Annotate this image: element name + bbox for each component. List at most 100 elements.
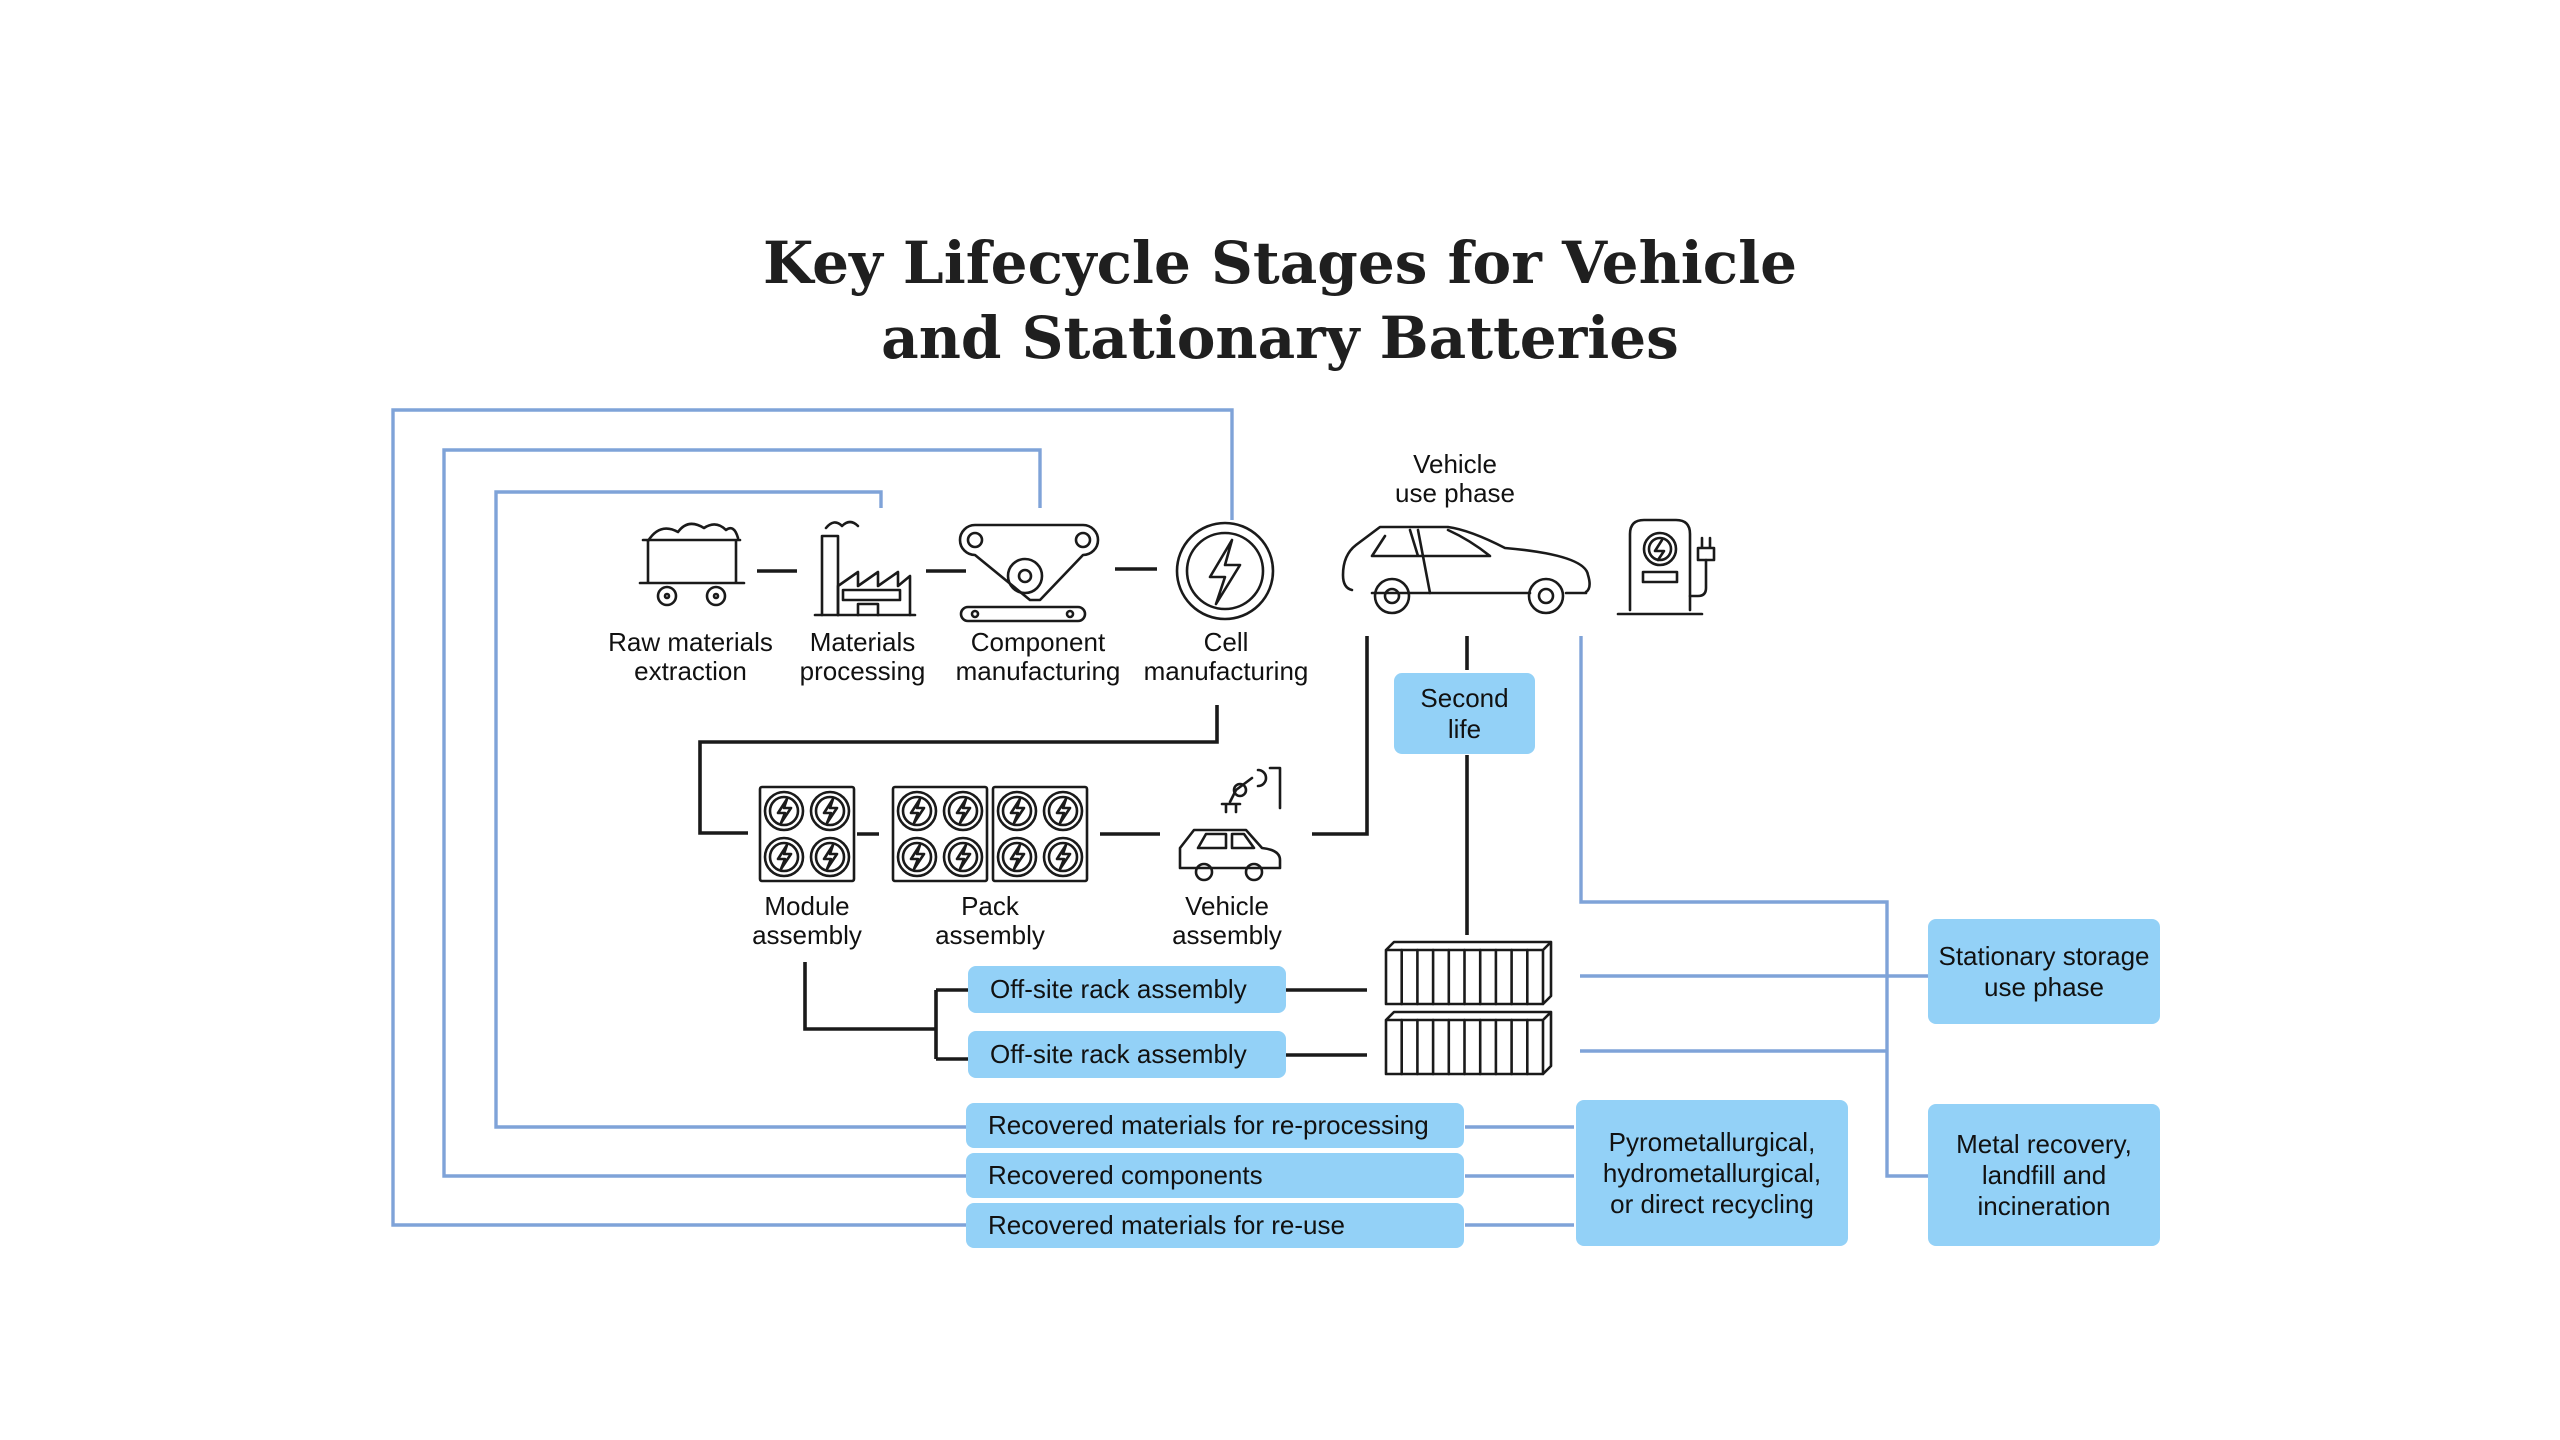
label-line: Vehicle [1413, 449, 1497, 479]
label-line: Materials [809, 627, 916, 657]
bolt-icon [1009, 797, 1026, 825]
cell-circle [942, 836, 984, 878]
label-pack-assembly: Pack assembly [925, 892, 1055, 950]
bolt-icon [1009, 843, 1026, 871]
box-line: hydrometallurgical, [1602, 1157, 1822, 1188]
bolt-icon [955, 843, 972, 871]
bolt-icon [776, 843, 793, 871]
cell-circle [763, 836, 805, 878]
bolt-icon [776, 797, 793, 825]
label-component-manufacturing: Component manufacturing [948, 628, 1128, 686]
rack-to-stationary-line [1580, 974, 1928, 1053]
rack-slats [1400, 948, 1529, 1076]
label-line: assembly [1172, 920, 1282, 950]
label-line: Cell [1203, 627, 1249, 657]
label-cell-manufacturing: Cell manufacturing [1136, 628, 1316, 686]
battery-module-icon [758, 785, 856, 883]
factory-icon [813, 520, 917, 617]
conveyor-belt-icon [958, 523, 1100, 623]
box-line: life [1447, 713, 1482, 744]
rack-assembly-box-2: Off-site rack assembly [968, 1031, 1286, 1078]
bolt-icon [822, 797, 839, 825]
box-line: Recovered materials for re-processing [988, 1110, 1429, 1140]
box-line: Off-site rack assembly [990, 1039, 1247, 1069]
bolt-icon [1055, 843, 1072, 871]
label-vehicle-assembly: Vehicle assembly [1162, 892, 1292, 950]
bolt-icon [1055, 797, 1072, 825]
recovered-reuse-box: Recovered materials for re-use [966, 1203, 1464, 1248]
label-raw-materials: Raw materials extraction [598, 628, 783, 686]
title-line-1: Key Lifecycle Stages for Vehicle [762, 229, 1798, 297]
connector-vehicle-assembly-to-use [1312, 636, 1369, 836]
cell-circle [896, 836, 938, 878]
box-line: Off-site rack assembly [990, 974, 1247, 1004]
vehicle-to-end-line [1579, 636, 1928, 1178]
title-line-2: and Stationary Batteries [881, 304, 1679, 372]
box-line: Stationary storage [1938, 940, 2150, 971]
recovered-components-box: Recovered components [966, 1153, 1464, 1198]
cell-circle [809, 836, 851, 878]
storage-rack-icon-1 [1384, 940, 1553, 1006]
label-line: Module [764, 891, 850, 921]
connector-cell-to-module [698, 705, 1219, 835]
rack-assembly-box-1: Off-site rack assembly [968, 966, 1286, 1013]
cell-circle [896, 790, 938, 832]
cell-glyphs [763, 790, 1084, 878]
label-line: processing [799, 656, 926, 686]
label-line: manufacturing [955, 656, 1121, 686]
cell-circle [814, 841, 846, 873]
cell-circle [1047, 795, 1079, 827]
cell-circle [901, 795, 933, 827]
label-line: Vehicle [1185, 891, 1269, 921]
robot-arm-car-icon [1178, 766, 1282, 882]
box-line: incineration [1977, 1190, 2111, 1221]
connector-rack-boxes [1286, 988, 1367, 1057]
battery-pack-icon [891, 785, 1089, 883]
label-line: extraction [634, 656, 747, 686]
lightning-cell-icon [1175, 521, 1275, 621]
return-line-reuse [391, 408, 1574, 1227]
label-materials-processing: Materials processing [790, 628, 935, 686]
box-line: Recovered components [988, 1160, 1263, 1190]
cell-circle [947, 841, 979, 873]
diagram-title: Key Lifecycle Stages for Vehicle and Sta… [0, 226, 2560, 376]
box-line: use phase [1984, 971, 2104, 1002]
second-life-box: Second life [1394, 673, 1535, 754]
cell-circle [768, 841, 800, 873]
cell-circle [1042, 790, 1084, 832]
metal-recovery-box: Metal recovery, landfill and incineratio… [1928, 1104, 2160, 1246]
return-line-components [442, 448, 1574, 1178]
car-icon [1341, 525, 1591, 615]
cell-circle [1001, 795, 1033, 827]
cell-circle [1042, 836, 1084, 878]
box-line: Metal recovery, [1956, 1128, 2132, 1159]
connector-module-to-racks [803, 962, 968, 1061]
mine-cart-icon [638, 522, 746, 607]
return-line-reprocessing [494, 490, 1574, 1129]
box-line: Recovered materials for re-use [988, 1210, 1345, 1240]
cell-circle [901, 841, 933, 873]
cell-circle [942, 790, 984, 832]
box-line: or direct recycling [1610, 1188, 1814, 1219]
charging-station-icon [1616, 518, 1716, 616]
label-line: Raw materials [608, 627, 773, 657]
label-line: manufacturing [1143, 656, 1309, 686]
cell-circle [768, 795, 800, 827]
cell-circle [947, 795, 979, 827]
bolt-icon [822, 843, 839, 871]
recycling-box: Pyrometallurgical, hydrometallurgical, o… [1576, 1100, 1848, 1246]
bolt-icon [909, 843, 926, 871]
storage-rack-icon-2 [1384, 1010, 1553, 1076]
cell-circle [809, 790, 851, 832]
process-connectors [698, 567, 1469, 1061]
stationary-storage-box: Stationary storage use phase [1928, 919, 2160, 1024]
cell-circle [763, 790, 805, 832]
label-line: use phase [1395, 478, 1515, 508]
box-line: Pyrometallurgical, [1608, 1126, 1816, 1157]
cell-circle [996, 790, 1038, 832]
label-line: assembly [935, 920, 1045, 950]
recovered-reprocessing-box: Recovered materials for re-processing [966, 1103, 1464, 1148]
label-line: Component [970, 627, 1106, 657]
